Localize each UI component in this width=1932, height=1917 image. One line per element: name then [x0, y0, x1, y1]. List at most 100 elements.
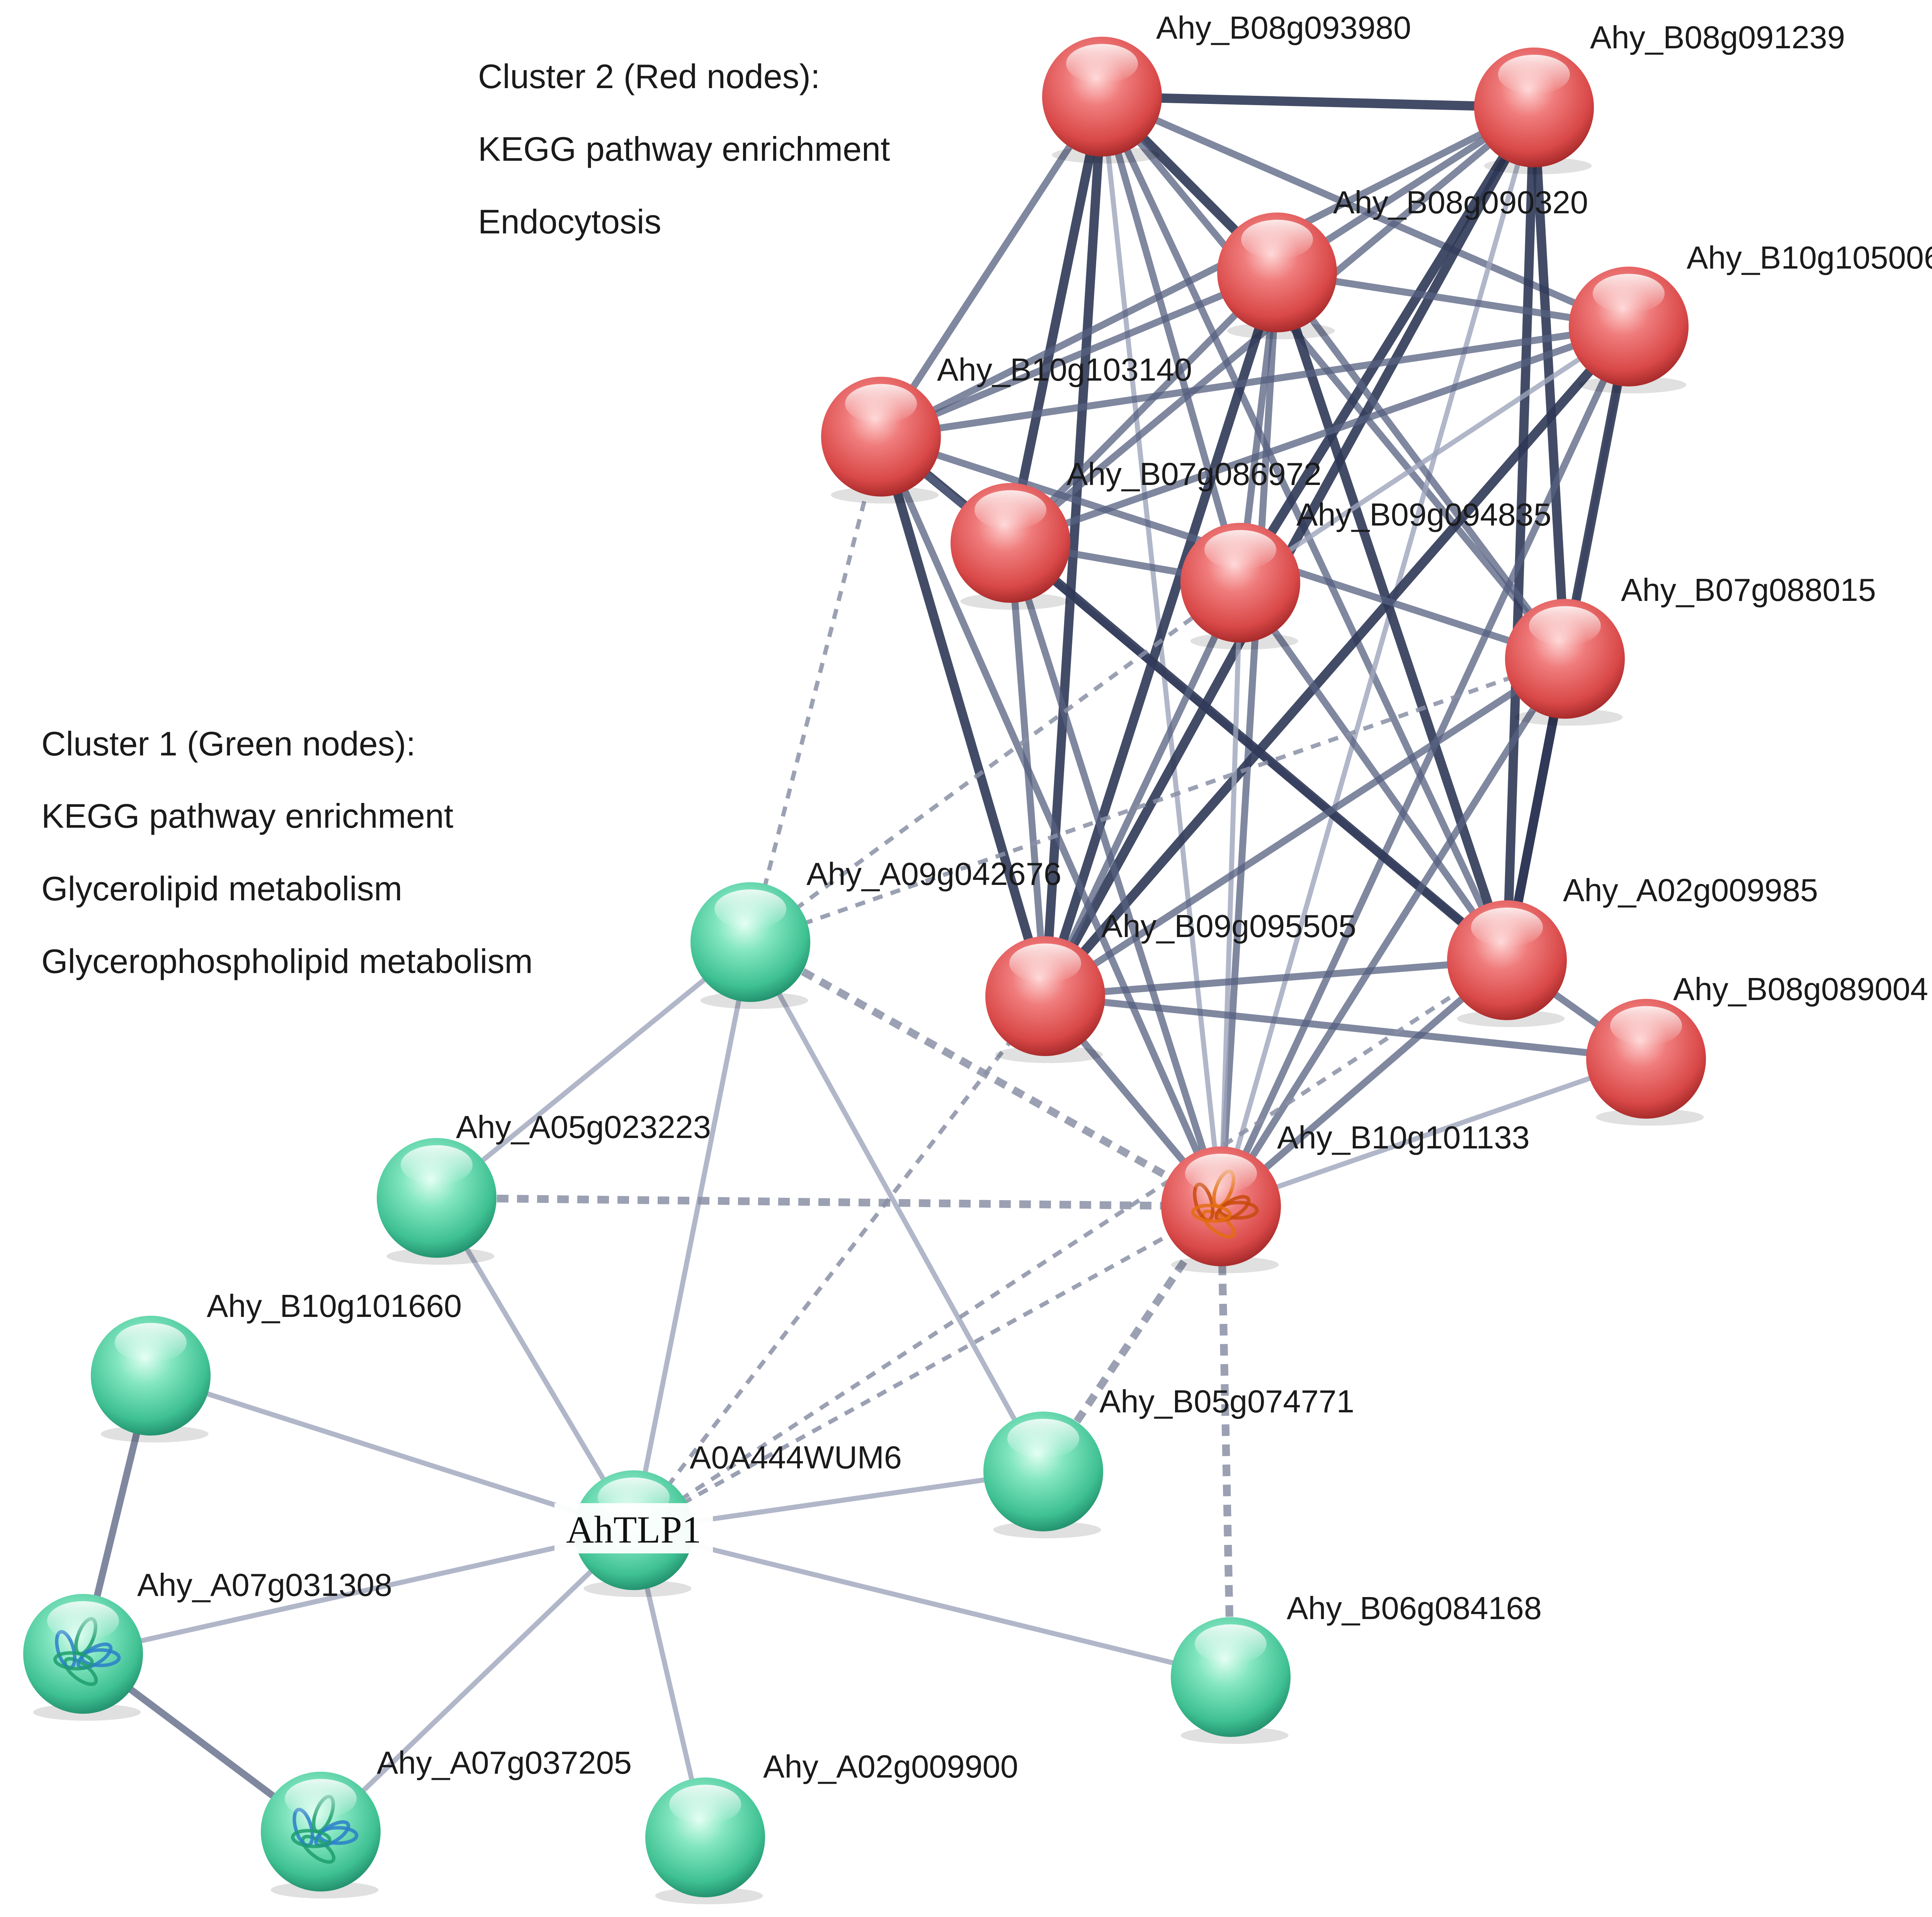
node-label-Ahy_B08g091239: Ahy_B08g091239	[1590, 19, 1845, 55]
legend-cluster2-subtitle: KEGG pathway enrichment	[478, 130, 890, 168]
edge-Ahy_B08g093980-Ahy_B09g095505	[1041, 92, 1107, 1001]
node-gloss	[1066, 44, 1138, 83]
node-label-Ahy_A07g031308: Ahy_A07g031308	[137, 1567, 392, 1603]
node-label-Ahy_B10g105006: Ahy_B10g105006	[1687, 240, 1932, 276]
legend-cluster1-title: Cluster 1 (Green nodes):	[41, 725, 415, 763]
node-label-Ahy_B07g086972: Ahy_B07g086972	[1066, 456, 1321, 492]
node-Ahy_B08g091239[interactable]	[1474, 48, 1594, 174]
edge-Ahy_B09g094835-Ahy_A02g009985	[1237, 579, 1510, 964]
node-gloss	[1007, 1419, 1079, 1458]
node-gloss	[845, 384, 917, 424]
node-label-Ahy_A07g037205: Ahy_A07g037205	[377, 1745, 632, 1781]
edge-Ahy_B08g093980-Ahy_B07g088015	[1099, 93, 1568, 662]
node-gloss	[1471, 907, 1543, 947]
edge-Ahy_B06g084168-AhTLP1	[631, 1527, 1233, 1680]
node-gloss	[1204, 530, 1276, 570]
node-gloss	[1593, 274, 1665, 313]
edge-Ahy_B08g089004-Ahy_B10g101133	[1218, 1056, 1649, 1209]
node-Ahy_B09g094835[interactable]	[1180, 523, 1300, 650]
node-Ahy_B10g101133[interactable]	[1161, 1146, 1281, 1273]
node-gloss	[714, 889, 786, 929]
node-Ahy_B05g074771[interactable]	[983, 1412, 1103, 1538]
legend-cluster2-title: Cluster 2 (Red nodes):	[478, 57, 820, 95]
node-Ahy_B08g093980[interactable]	[1042, 37, 1162, 163]
edge-Ahy_B10g105006-Ahy_B10g103140	[878, 323, 1632, 440]
node-label-Ahy_A02g009985: Ahy_A02g009985	[1563, 872, 1818, 908]
node-gloss	[1185, 1153, 1257, 1193]
node-label-Ahy_B10g101660: Ahy_B10g101660	[207, 1288, 462, 1324]
edge-Ahy_B08g093980-Ahy_B09g094835	[1099, 93, 1244, 586]
edge-Ahy_B10g105006-Ahy_B07g086972	[1007, 323, 1632, 546]
node-Ahy_B07g086972[interactable]	[951, 483, 1070, 610]
edge-Ahy_B08g091239-Ahy_B07g088015	[1529, 103, 1570, 663]
dashed-edge-AhTLP1-Ahy_A02g009985	[632, 958, 1509, 1532]
edge-Ahy_A09g042676-Ahy_B05g074771	[748, 939, 1046, 1474]
node-Ahy_A09g042676[interactable]	[690, 882, 810, 1009]
node-gloss	[1610, 1006, 1682, 1046]
edge-Ahy_B08g090320-Ahy_B07g086972	[1007, 269, 1281, 546]
edge-Ahy_B08g093980-Ahy_B10g101133	[1099, 94, 1224, 1209]
dashed-edge-AhTLP1-Ahy_B10g101133	[633, 1204, 1222, 1532]
edge-Ahy_B08g090320-Ahy_A02g009985	[1272, 268, 1512, 965]
edge-Ahy_B10g103140-Ahy_B10g101133	[878, 433, 1225, 1210]
legend-cluster2-pathway: Endocytosis	[478, 202, 661, 241]
dashed-edge-Ahy_A09g042676-Ahy_B09g094835	[749, 581, 1242, 944]
node-label-Ahy_B10g103140: Ahy_B10g103140	[937, 352, 1192, 388]
node-label-Ahy_B09g095505: Ahy_B09g095505	[1101, 908, 1356, 944]
node-Ahy_B08g089004[interactable]	[1586, 999, 1706, 1126]
edge-Ahy_B08g091239-Ahy_B09g094835	[1236, 103, 1539, 587]
node-Ahy_B08g090320[interactable]	[1217, 213, 1337, 339]
node-gloss	[47, 1601, 119, 1641]
node-Ahy_B09g095505[interactable]	[985, 936, 1105, 1063]
node-Ahy_A02g009985[interactable]	[1447, 900, 1567, 1027]
dashed-edge-Ahy_A05g023223-Ahy_B10g101133	[436, 1194, 1221, 1210]
dashed-edge-Ahy_A09g042676-Ahy_B07g088015	[750, 657, 1566, 944]
node-Ahy_B10g101660[interactable]	[91, 1316, 211, 1442]
node-label-AhTLP1: AhTLP1	[566, 1508, 701, 1551]
node-gloss	[1529, 606, 1601, 646]
edge-Ahy_A09g042676-Ahy_A05g023223	[434, 939, 753, 1201]
edge-Ahy_B10g105006-Ahy_B09g094835	[1238, 324, 1631, 585]
node-label-Ahy_A05g023223: Ahy_A05g023223	[456, 1109, 711, 1145]
edge-Ahy_B08g090320-Ahy_B09g095505	[1041, 268, 1282, 1001]
edge-Ahy_B09g095505-Ahy_B08g089004	[1042, 993, 1650, 1062]
edge-Ahy_B08g090320-Ahy_B10g103140	[878, 269, 1281, 440]
edge-Ahy_A09g042676-AhTLP1	[631, 939, 753, 1533]
edge-Ahy_B08g093980-Ahy_B07g086972	[1006, 92, 1107, 548]
node-alias-AhTLP1: A0A444WUM6	[690, 1439, 902, 1475]
node-label-Ahy_B05g074771: Ahy_B05g074771	[1099, 1383, 1354, 1419]
node-Ahy_A07g037205[interactable]	[261, 1772, 381, 1898]
edge-Ahy_B08g091239-Ahy_A02g009985	[1502, 103, 1539, 965]
dashed-edge-Ahy_B06g084168-Ahy_B10g101133	[1217, 1206, 1235, 1677]
edge-Ahy_B08g093980-Ahy_B08g091239	[1097, 92, 1539, 112]
node-Ahy_B06g084168[interactable]	[1171, 1617, 1291, 1744]
node-label-Ahy_A09g042676: Ahy_A09g042676	[806, 856, 1061, 892]
node-Ahy_B10g105006[interactable]	[1569, 267, 1689, 393]
edge-Ahy_B08g091239-Ahy_B10g103140	[878, 104, 1537, 440]
edge-Ahy_B09g094835-Ahy_B10g101133	[1218, 580, 1243, 1209]
node-label-Ahy_B06g084168: Ahy_B06g084168	[1287, 1590, 1542, 1626]
node-label-Ahy_B07g088015: Ahy_B07g088015	[1621, 572, 1876, 608]
edge-Ahy_B10g103140-Ahy_B09g095505	[876, 432, 1050, 1001]
edge-Ahy_A05g023223-AhTLP1	[434, 1195, 636, 1533]
node-label-Ahy_A02g009900: Ahy_A02g009900	[763, 1749, 1018, 1784]
edge-Ahy_B08g093980-Ahy_B10g103140	[878, 93, 1105, 440]
node-Ahy_A07g031308[interactable]	[23, 1594, 143, 1721]
edge-Ahy_B10g105006-Ahy_B10g101133	[1218, 323, 1632, 1210]
edge-Ahy_B07g086972-Ahy_A02g009985	[1006, 538, 1512, 965]
edge-Ahy_A07g031308-AhTLP1	[80, 1527, 636, 1657]
legend-cluster1: Cluster 1 (Green nodes): KEGG pathway en…	[41, 725, 533, 980]
node-gloss	[975, 490, 1046, 530]
node-Ahy_B07g088015[interactable]	[1505, 599, 1625, 726]
node-gloss	[1009, 943, 1081, 983]
edge-Ahy_B10g101660-AhTLP1	[148, 1373, 636, 1533]
node-Ahy_A02g009900[interactable]	[645, 1778, 765, 1904]
edge-Ahy_B09g094835-Ahy_B09g095505	[1042, 579, 1244, 1000]
node-gloss	[669, 1784, 741, 1824]
edge-Ahy_A02g009985-Ahy_B10g101133	[1218, 957, 1510, 1210]
edge-Ahy_B09g095505-Ahy_A02g009985	[1042, 957, 1510, 1000]
node-Ahy_A05g023223[interactable]	[377, 1138, 497, 1265]
node-Ahy_B10g103140[interactable]	[821, 377, 941, 503]
